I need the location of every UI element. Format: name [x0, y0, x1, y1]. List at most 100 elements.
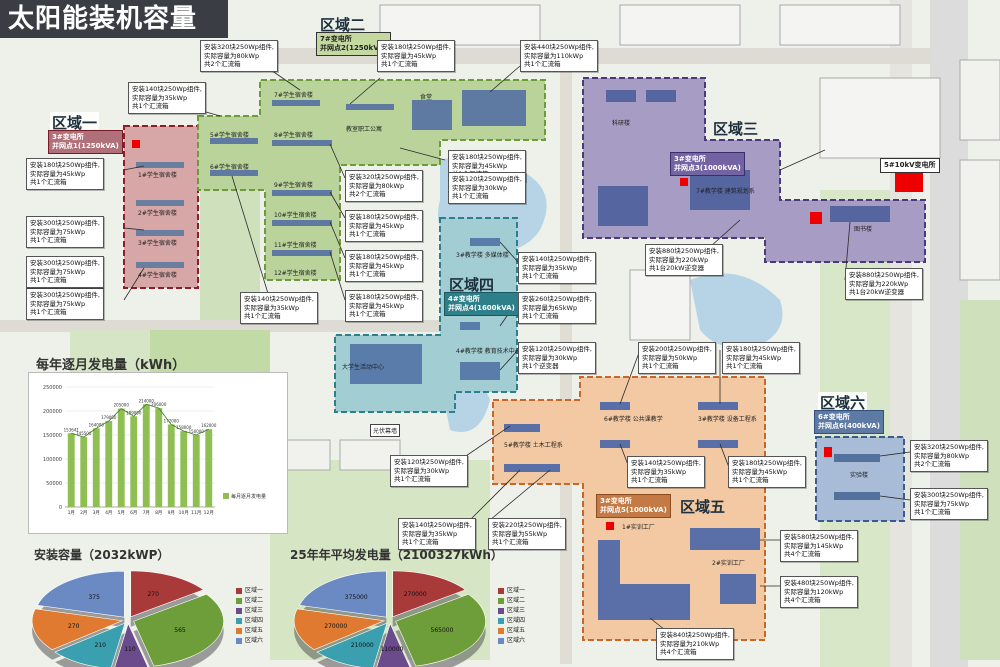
x-tick-label: 1月 [68, 510, 75, 516]
zone-2-roof-panel [210, 170, 258, 176]
legend-label: 区域二 [245, 597, 264, 604]
x-tick-label: 7月 [143, 510, 150, 516]
building-footprint [819, 77, 941, 159]
callout-line: 安装580块250Wp组件, [784, 533, 854, 541]
bar [192, 435, 200, 507]
legend-swatch [236, 588, 242, 594]
generation-pie-title: 25年年平均发电量（2100327kWh） [290, 548, 503, 562]
x-tick-label: 11月 [191, 510, 201, 516]
x-tick-label: 10月 [179, 510, 189, 516]
callout-line: 安装140块250Wp组件, [132, 85, 202, 93]
page-title: 太阳能装机容量 [0, 0, 228, 38]
legend-swatch [498, 628, 504, 634]
building-label: 5#学生宿舍楼 [210, 132, 249, 139]
y-tick-label: 50000 [46, 481, 62, 487]
callout-line: 安装480块250Wp组件, [784, 579, 854, 587]
pie-slice-label: 565000 [431, 627, 454, 634]
callout-line: 安装300块250Wp组件, [30, 219, 100, 227]
bar [92, 428, 100, 507]
pie-slice [31, 608, 124, 651]
callout-line: 安装140块250Wp组件, [244, 295, 314, 303]
callout-line: 共4个汇流箱 [660, 648, 697, 656]
callout-line: 共1台20kW逆变器 [849, 288, 905, 296]
zone-1-roof-panel [136, 200, 184, 206]
legend-swatch [498, 588, 504, 594]
zone-5-roof-panel [600, 402, 630, 410]
building-label: 6#学生宿舍楼 [210, 164, 249, 171]
zone-1-area [123, 125, 199, 289]
bar [105, 421, 113, 507]
substation-1-capacity: 并网点1(1250kVA) [52, 142, 119, 150]
bar-value-label: 164000 [89, 422, 105, 427]
building-label: 7#教学楼 建筑规划系 [696, 188, 755, 195]
monthly-bar-chart: 0500001000001500002000002500001536411月14… [43, 385, 266, 516]
building-label: 食堂 [420, 94, 433, 101]
substation-6-capacity: 并网点6(400kVA) [818, 422, 880, 430]
callout-line: 实际容量为220kWp [849, 279, 909, 288]
y-tick-label: 100000 [43, 457, 62, 463]
callout-line: 共1个汇流箱 [452, 192, 489, 200]
callout-line: 实际容量为35kWp [631, 467, 687, 476]
zone-6-substation-marker [824, 447, 832, 457]
substation-6-label: 6#变电所 并网点6(400kVA) [814, 410, 884, 434]
callout-line: 共1个汇流箱 [244, 312, 281, 320]
bar-value-label: 205000 [114, 403, 130, 408]
callout-line: 实际容量为75kWp [30, 227, 86, 236]
zone-5-roof-panel [504, 464, 540, 472]
bar-value-label: 179000 [101, 415, 117, 420]
callout-line: 实际容量为50kWp [642, 353, 698, 362]
callout-line: 共1个汇流箱 [726, 362, 763, 370]
x-tick-label: 2月 [80, 510, 87, 516]
legend-swatch [236, 628, 242, 634]
pie-slice-label: 270000 [404, 591, 427, 598]
callout-line: 共1个汇流箱 [349, 270, 386, 278]
legend-swatch [223, 493, 229, 499]
callout-line: 安装180块250Wp组件, [726, 345, 796, 353]
bar [180, 431, 188, 507]
building-label: 7#学生宿舍楼 [274, 92, 313, 99]
pie-slice [298, 570, 387, 618]
zone-3-roof-panel [598, 186, 648, 226]
bar [130, 416, 138, 507]
legend-item: 区域三 [236, 606, 263, 616]
callout-line: 安装320块250Wp组件, [914, 443, 984, 451]
callout-line: 共1个汇流箱 [30, 236, 67, 244]
substation-4-label: 4#变电所 并网点4(1600kVA) [444, 292, 519, 316]
callout-line: 实际容量为75kWp [30, 299, 86, 308]
legend-swatch [498, 618, 504, 624]
substation-1-name: 3#变电所 [52, 133, 84, 141]
callout-line: 共1个汇流箱 [914, 508, 951, 516]
legend-item: 区域二 [236, 596, 263, 606]
legend-label: 区域一 [245, 587, 264, 594]
legend-swatch [498, 638, 504, 644]
zone-3-roof-panel [606, 90, 636, 102]
callout-line: 共1个汇流箱 [30, 308, 67, 316]
pie-slice [395, 593, 486, 667]
callout-line: 共1个汇流箱 [732, 476, 769, 484]
legend-item: 区域四 [236, 616, 263, 626]
y-tick-label: 250000 [43, 385, 62, 391]
building-label: 2#学生宿舍楼 [138, 210, 177, 217]
zone-2-roof-panel [272, 250, 332, 256]
y-tick-label: 150000 [43, 433, 62, 439]
bar-value-label: 214000 [139, 398, 155, 403]
zone-2-roof-panel [272, 220, 332, 226]
lawn [960, 300, 1000, 660]
bar-value-label: 162000 [201, 423, 217, 428]
callout-line: 实际容量为55kWp [492, 529, 548, 538]
callout-line: 实际容量为75kWp [914, 499, 970, 508]
zone-4-roof-panel [460, 322, 480, 330]
zone-label-5: 区域五 [678, 496, 728, 517]
monthly-chart-title: 每年逐月发电量（kWh） [36, 358, 186, 373]
